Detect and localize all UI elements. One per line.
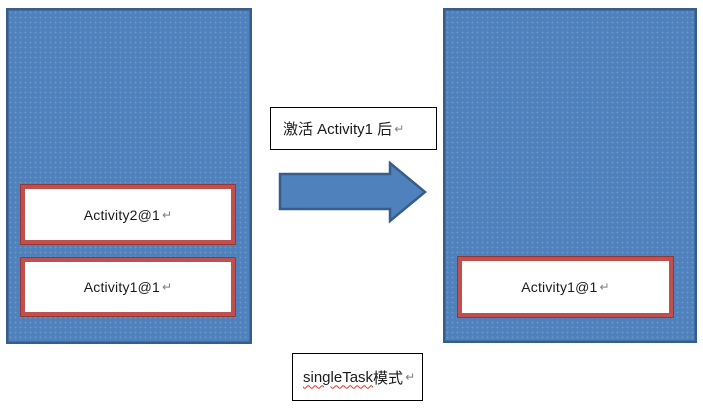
activity-box-label: Activity1@1 (83, 279, 161, 295)
arrow-right-icon (276, 160, 428, 224)
return-mark-icon: ↵ (599, 280, 610, 294)
activity-box-label: Activity2@1 (83, 206, 161, 223)
caption-rest: 模式 (373, 369, 404, 387)
return-mark-icon: ↵ (405, 370, 416, 384)
return-mark-icon: ↵ (162, 207, 173, 222)
activity-box-activity1-after: Activity1@1↵ (458, 257, 673, 317)
activity-box-activity2-before: Activity2@1↵ (21, 185, 235, 244)
activity-box-label: Activity1@1 (521, 279, 598, 295)
transition-label-box: 激活 Activity1 后↵ (270, 107, 437, 150)
return-mark-icon: ↵ (394, 121, 405, 136)
caption-highlighted-word: singleTask (303, 368, 374, 386)
transition-label: 激活 Activity1 后 (283, 121, 393, 138)
activity-box-activity1-before: Activity1@1↵ (21, 258, 235, 316)
return-mark-icon: ↵ (162, 280, 173, 294)
caption-box: singleTask 模式↵ (292, 353, 423, 401)
